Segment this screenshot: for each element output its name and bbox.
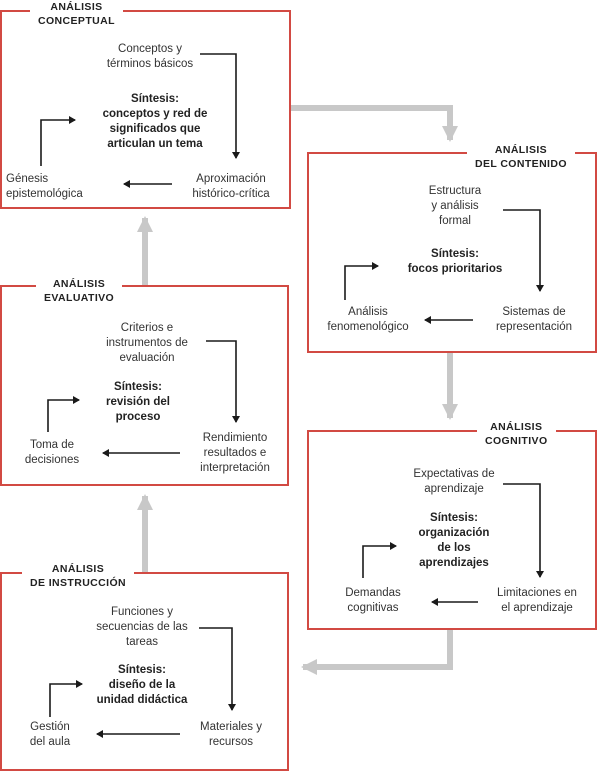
- node-toma-de-decisiones: Toma de decisiones: [24, 439, 80, 466]
- node-estructura-analisis-formal: Estructura y análisis formal: [428, 185, 482, 227]
- node-analisis-fenomenologico: Análisis fenomenológico: [327, 306, 409, 333]
- panel-title: ANÁLISIS COGNITIVO: [477, 420, 556, 448]
- flow-arrow-conceptual-to-contenido: [290, 105, 458, 142]
- inner-arrow-conceptual-up: [40, 116, 76, 166]
- inner-arrow-conceptual-down: [200, 53, 240, 159]
- node-sistemas-de-representacion: Sistemas de representación: [495, 306, 573, 333]
- inner-arrow-cognitivo-up: [362, 542, 397, 578]
- panel-title: ANÁLISIS DE INSTRUCCIÓN: [22, 562, 135, 590]
- node-funciones-secuencias-tareas: Funciones y secuencias de las tareas: [96, 606, 188, 648]
- panel-title: ANÁLISIS CONCEPTUAL: [30, 0, 123, 28]
- synthesis-text: Síntesis: focos prioritarios: [407, 248, 503, 275]
- synthesis-text: Síntesis: revisión del proceso: [106, 381, 170, 423]
- panel-analisis-del-contenido: [307, 152, 597, 353]
- node-criterios-instrumentos: Criterios e instrumentos de evaluación: [106, 322, 188, 364]
- inner-arrow-evaluativo-up: [47, 396, 80, 432]
- panel-analisis-de-instruccion: [0, 572, 289, 771]
- inner-arrow-contenido-down: [503, 209, 544, 292]
- synthesis-text: Síntesis: organización de los aprendizaj…: [418, 512, 490, 569]
- inner-arrow-instruccion-down: [199, 627, 236, 711]
- node-aproximacion-historico-critica: Aproximación histórico-crítica: [192, 173, 270, 200]
- node-genesis-epistemologica: Génesis epistemológica: [6, 173, 83, 200]
- node-demandas-cognitivas: Demandas cognitivas: [345, 587, 401, 614]
- node-gestion-del-aula: Gestión del aula: [29, 721, 71, 748]
- inner-arrow-contenido-up: [344, 262, 379, 300]
- inner-arrow-instruccion-up: [49, 680, 83, 717]
- flow-arrow-cognitivo-to-instruccion: [301, 630, 453, 675]
- inner-arrow-evaluativo-down: [206, 340, 240, 423]
- node-conceptos-basicos: Conceptos y términos básicos: [106, 43, 194, 70]
- inner-arrow-cognitivo-down: [503, 483, 544, 578]
- node-expectativas-de-aprendizaje: Expectativas de aprendizaje: [413, 468, 495, 495]
- panel-analisis-conceptual: [0, 10, 291, 209]
- node-rendimiento-resultados: Rendimiento resultados e interpretación: [200, 432, 270, 474]
- synthesis-text: Síntesis: conceptos y red de significado…: [102, 93, 208, 150]
- panel-title: ANÁLISIS DEL CONTENIDO: [467, 143, 575, 171]
- synthesis-text: Síntesis: diseño de la unidad didáctica: [96, 664, 188, 706]
- node-limitaciones-en-el-aprendizaje: Limitaciones en el aprendizaje: [497, 587, 577, 614]
- panel-analisis-evaluativo: [0, 285, 289, 486]
- panel-title: ANÁLISIS EVALUATIVO: [36, 277, 123, 305]
- node-materiales-y-recursos: Materiales y recursos: [200, 721, 262, 748]
- panel-analisis-cognitivo: [307, 430, 597, 630]
